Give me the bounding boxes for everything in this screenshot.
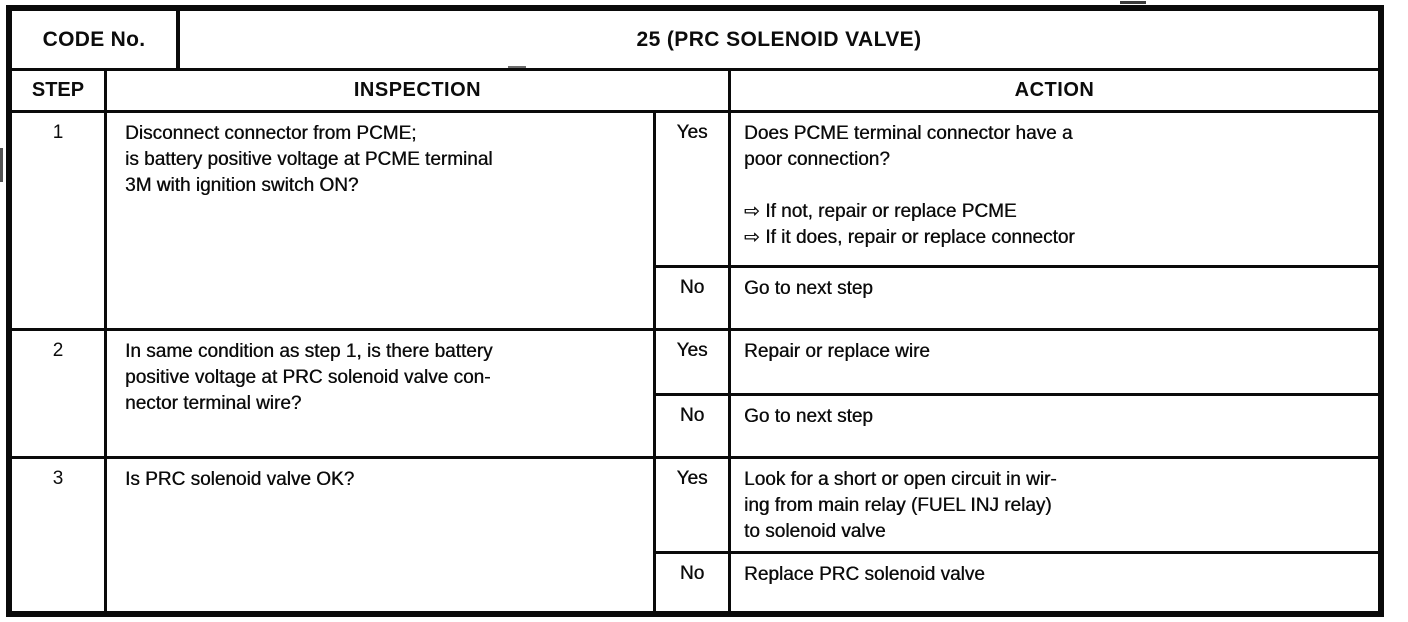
table-row: 2 In same condition as step 1, is there … [12, 331, 1378, 459]
step-number: 3 [12, 459, 107, 611]
step-number: 1 [12, 113, 107, 328]
code-number-label: CODE No. [12, 11, 180, 68]
code-header-row: CODE No. 25 (PRC SOLENOID VALVE) [12, 11, 1378, 71]
scan-artifact [0, 148, 3, 182]
yes-label: Yes [656, 113, 731, 265]
yes-action-text: Does PCME terminal connector have a poor… [744, 123, 1075, 248]
yes-label: Yes [656, 459, 731, 551]
column-header-row: STEP INSPECTION ACTION [12, 71, 1378, 113]
no-action-text: Replace PRC solenoid valve [744, 564, 985, 585]
action-branches: Yes Does PCME terminal connector have a … [656, 113, 1378, 328]
inspection-text: Disconnect connector from PCME; is batte… [107, 113, 656, 328]
no-label: No [656, 554, 731, 611]
step-column-header: STEP [12, 71, 107, 110]
scan-artifact [1120, 1, 1146, 4]
no-action-text: Go to next step [744, 406, 873, 427]
yes-action-text: Look for a short or open circuit in wir-… [744, 469, 1057, 542]
no-action-text: Go to next step [744, 278, 873, 299]
action-branches: Yes Repair or replace wire No Go to next… [656, 331, 1378, 456]
yes-branch: Yes Does PCME terminal connector have a … [656, 113, 1378, 265]
yes-branch: Yes Repair or replace wire [656, 331, 1378, 393]
no-branch: No Go to next step [656, 393, 1378, 456]
action-branches: Yes Look for a short or open circuit in … [656, 459, 1378, 611]
scan-artifact [508, 66, 526, 68]
inspection-text: Is PRC solenoid valve OK? [107, 459, 656, 611]
yes-label: Yes [656, 331, 731, 393]
inspection-column-header: INSPECTION [107, 71, 731, 110]
step-number: 2 [12, 331, 107, 456]
yes-branch: Yes Look for a short or open circuit in … [656, 459, 1378, 551]
no-label: No [656, 396, 731, 456]
table-row: 3 Is PRC solenoid valve OK? Yes Look for… [12, 459, 1378, 611]
yes-action-text: Repair or replace wire [744, 341, 930, 362]
troubleshooting-table: CODE No. 25 (PRC SOLENOID VALVE) STEP IN… [6, 5, 1384, 617]
inspection-text: In same condition as step 1, is there ba… [107, 331, 656, 456]
no-label: No [656, 268, 731, 328]
code-number-value: 25 (PRC SOLENOID VALVE) [636, 27, 922, 51]
no-branch: No Go to next step [656, 265, 1378, 328]
action-column-header: ACTION [1014, 79, 1095, 101]
scan-artifact [905, 613, 945, 616]
table-row: 1 Disconnect connector from PCME; is bat… [12, 113, 1378, 331]
no-branch: No Replace PRC solenoid valve [656, 551, 1378, 611]
